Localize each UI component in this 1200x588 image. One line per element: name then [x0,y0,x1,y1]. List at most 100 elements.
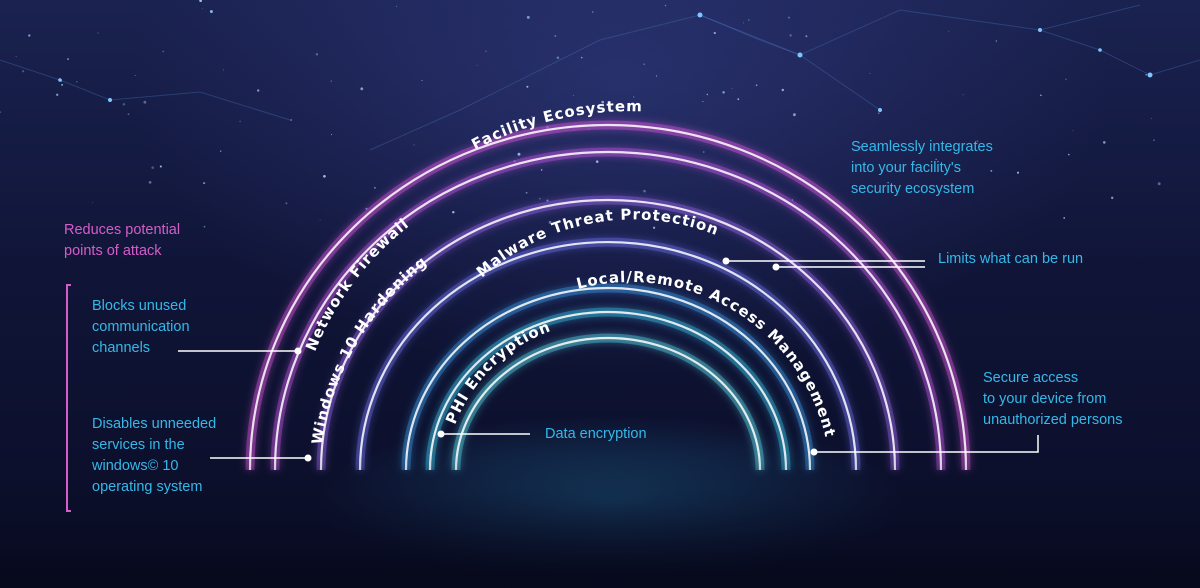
star [531,116,533,117]
star [540,169,543,171]
star [396,5,398,7]
star [315,53,319,56]
star [0,111,2,113]
annotation-data-encryption: Data encryption [545,426,647,442]
star [1040,94,1042,97]
star [962,94,964,96]
star [452,210,455,214]
callout-dot-malware [722,257,730,265]
star [1065,78,1067,80]
star [239,120,241,123]
star [643,189,646,193]
callout-dot-hardening [304,454,312,462]
star [330,80,333,82]
star [290,118,293,122]
star [554,35,557,37]
star [787,16,790,19]
callout-lines [178,260,1039,459]
star [793,113,796,117]
callout-line-access [814,435,1039,453]
callout-dot-firewall [294,347,302,355]
star [601,100,605,104]
star [1110,196,1114,200]
annotation-reduces-attack: Reduces potential points of attack [64,222,181,259]
star [539,197,541,200]
star [1016,171,1020,174]
star [159,165,162,168]
star [643,63,645,65]
star [199,0,202,3]
floor-reflection [0,455,1200,588]
star [737,98,740,101]
star [573,94,575,96]
star [201,8,203,10]
star [22,70,25,73]
star [127,113,130,116]
callout-dots [294,257,818,462]
star [633,216,635,218]
star [413,144,415,146]
star [556,56,560,60]
star [1103,141,1106,144]
star [56,93,59,96]
callout-dot-facility [772,263,780,271]
star [373,186,376,189]
star [702,151,705,153]
star [517,152,521,156]
star [122,103,126,106]
starfield [0,0,1161,229]
star [151,166,155,169]
network-nodes [58,12,1153,112]
annotation-limits-run: Limits what can be run [938,251,1084,267]
star [1063,217,1066,219]
arc-core [454,336,762,471]
star [220,150,222,152]
star [501,125,505,128]
star [331,134,333,136]
star [976,140,979,143]
star [781,88,785,92]
star [546,199,549,202]
arc-hardening [319,198,897,471]
star [592,11,594,13]
star [61,83,64,86]
star [878,112,880,114]
arc-phi [428,310,788,471]
star [92,202,94,204]
star [28,34,31,37]
star [722,91,725,94]
star [1150,117,1152,119]
star [319,219,321,221]
star [655,75,658,77]
annotation-secure-access: Secure access to your device from unauth… [983,370,1123,428]
star [1068,153,1070,156]
star [67,58,70,61]
star [706,93,709,96]
star [203,182,206,185]
star [97,32,99,34]
star [755,84,758,86]
star [702,101,704,102]
arc-facility [248,123,968,471]
star [134,74,136,77]
layer-arcs [245,120,971,471]
star [203,225,206,228]
annotation-disables-services: Disables unneeded services in the window… [92,416,217,495]
star [595,160,599,163]
star [143,100,147,104]
star [15,55,17,57]
star [1145,73,1148,76]
arc-label-phi: PHI Encryption [442,317,553,426]
star [580,56,583,59]
star [713,31,716,35]
star [526,85,529,88]
star [485,50,487,53]
star [747,19,750,21]
arc-malware [358,240,858,471]
star [525,191,528,194]
star [285,202,288,205]
star [209,10,213,13]
star [548,221,552,224]
